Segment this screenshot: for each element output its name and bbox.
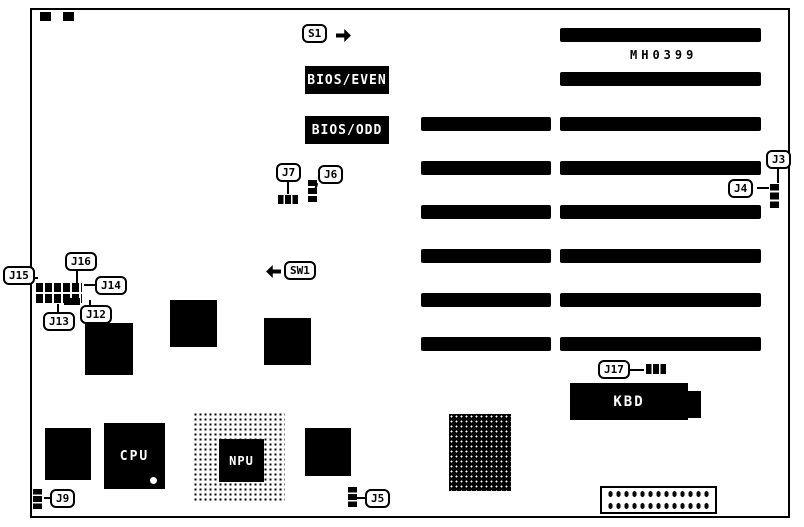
expansion-slot — [421, 293, 551, 307]
callout-j4: J4 — [728, 179, 754, 198]
callout-tail — [89, 300, 91, 305]
expansion-slot — [421, 249, 551, 263]
expansion-slot — [560, 293, 761, 307]
jumper-connector — [770, 184, 779, 208]
expansion-slot — [560, 161, 761, 175]
chip — [85, 323, 133, 375]
expansion-slot — [560, 72, 761, 86]
chip — [305, 428, 351, 476]
callout-tail — [57, 304, 59, 312]
expansion-slot — [421, 205, 551, 219]
callout-j6: J6 — [318, 165, 344, 184]
callout-j16: J16 — [65, 252, 97, 271]
pin-row — [605, 501, 712, 511]
kbd-connector: KBD — [570, 383, 688, 420]
jumper-connector — [278, 195, 298, 204]
jumper-connector — [646, 364, 666, 374]
pin-row — [605, 489, 712, 499]
callout-tail — [630, 369, 644, 371]
callout-tail — [44, 497, 50, 499]
callout-tail — [33, 277, 38, 279]
callout-j5: J5 — [365, 489, 391, 508]
expansion-slot — [421, 117, 551, 131]
callout-j9: J9 — [50, 489, 76, 508]
part-number: MH0399 — [630, 48, 698, 62]
chip — [170, 300, 217, 347]
chip-bios-even: BIOS/EVEN — [305, 66, 389, 94]
expansion-slot — [560, 205, 761, 219]
chip — [449, 414, 511, 491]
expansion-slot — [560, 28, 761, 42]
chip-bios-odd: BIOS/ODD — [305, 116, 389, 144]
chip — [264, 318, 311, 365]
expansion-slot — [560, 117, 761, 131]
callout-sw1: SW1 — [284, 261, 316, 280]
callout-tail — [777, 168, 779, 183]
jumper-connector — [348, 487, 357, 507]
expansion-slot — [421, 161, 551, 175]
chip — [45, 428, 91, 480]
jumper-connector — [64, 298, 80, 305]
npu-chip: NPU — [219, 439, 264, 482]
expansion-slot — [560, 337, 761, 351]
mounting-mark — [63, 12, 74, 21]
callout-j7: J7 — [276, 163, 302, 182]
callout-j14: J14 — [95, 276, 127, 295]
expansion-slot — [560, 249, 761, 263]
mounting-mark — [40, 12, 51, 21]
callout-j13: J13 — [43, 312, 75, 331]
callout-tail — [287, 181, 289, 194]
jumper-connector — [308, 180, 317, 202]
kbd-connector-tab — [688, 391, 701, 418]
callout-j17: J17 — [598, 360, 630, 379]
callout-j12: J12 — [80, 305, 112, 324]
callout-j15: J15 — [3, 266, 35, 285]
pin-header-strip — [600, 486, 717, 514]
cpu-pin1-dot — [150, 477, 157, 484]
callout-s1: S1 — [302, 24, 328, 43]
callout-j3: J3 — [766, 150, 792, 169]
callout-tail — [357, 497, 365, 499]
jumper-connector — [33, 489, 42, 509]
callout-tail — [76, 270, 78, 283]
callout-tail — [84, 284, 95, 286]
expansion-slot — [421, 337, 551, 351]
callout-tail — [757, 187, 769, 189]
